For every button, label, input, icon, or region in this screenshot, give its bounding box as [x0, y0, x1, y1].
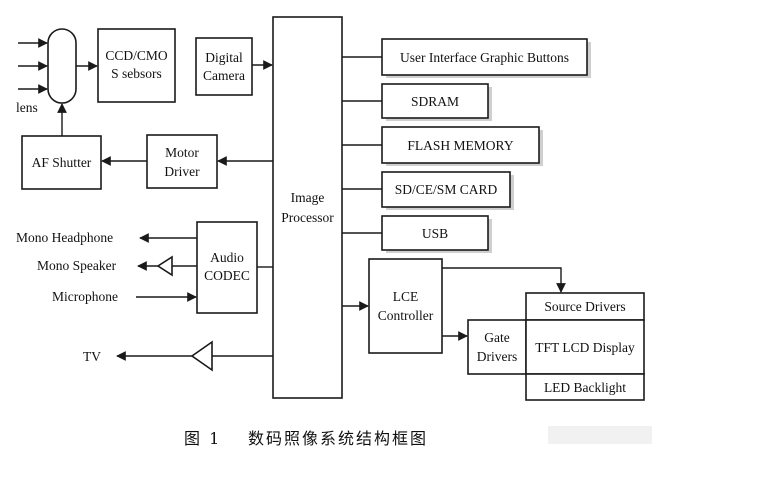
- ui-buttons-label: User Interface Graphic Buttons: [400, 50, 569, 65]
- digital-camera-block: Digital Camera: [195, 37, 253, 96]
- ccd-label-line1: CCD/CMO: [105, 48, 168, 63]
- figure-caption: 数码照像系统结构框图: [248, 429, 428, 448]
- speaker-amplifier-icon: [156, 255, 173, 277]
- flash-memory-block: FLASH MEMORY: [381, 126, 543, 166]
- source-drivers-block: Source Drivers: [525, 292, 645, 321]
- lce-controller-block: LCE Controller: [368, 258, 443, 354]
- sd-card-label: SD/CE/SM CARD: [395, 182, 498, 197]
- gate-drivers-label-line1: Gate: [484, 330, 509, 345]
- lce-controller-label-line1: LCE: [393, 289, 419, 304]
- tft-lcd-display-block: TFT LCD Display: [525, 319, 645, 375]
- flash-memory-label: FLASH MEMORY: [407, 138, 513, 153]
- digital-camera-label-line2: Camera: [203, 68, 245, 83]
- motor-driver-label-line1: Motor: [165, 145, 199, 160]
- digital-camera-label-line1: Digital: [205, 50, 243, 65]
- usb-label: USB: [422, 226, 448, 241]
- figure-number: 图 1: [184, 429, 221, 448]
- af-shutter-label: AF Shutter: [32, 155, 92, 170]
- ui-buttons-block: User Interface Graphic Buttons: [381, 38, 591, 78]
- mono-speaker-label: Mono Speaker: [37, 258, 117, 273]
- usb-block: USB: [381, 215, 492, 253]
- audio-codec-label-line1: Audio: [210, 250, 244, 265]
- tv-label: TV: [83, 349, 101, 364]
- lce-controller-label-line2: Controller: [378, 308, 434, 323]
- tv-amplifier-icon: [190, 340, 213, 372]
- image-processor-label-line2: Processor: [281, 210, 334, 225]
- image-processor-label-line1: Image: [291, 190, 325, 205]
- sd-card-block: SD/CE/SM CARD: [381, 171, 514, 210]
- lens-label: lens: [16, 100, 38, 115]
- tft-lcd-display-label: TFT LCD Display: [535, 340, 635, 355]
- mono-headphone-label: Mono Headphone: [16, 230, 113, 245]
- audio-codec-label-line2: CODEC: [204, 268, 250, 283]
- af-shutter-block: AF Shutter: [21, 135, 102, 190]
- led-backlight-label: LED Backlight: [544, 380, 626, 395]
- sdram-block: SDRAM: [381, 83, 492, 121]
- sdram-label: SDRAM: [411, 94, 459, 109]
- source-drivers-label: Source Drivers: [544, 299, 625, 314]
- gate-drivers-block: Gate Drivers: [467, 319, 527, 375]
- lens-block: lens: [16, 28, 77, 115]
- ccd-cmos-sensors-block: CCD/CMO S sebsors: [97, 28, 176, 103]
- image-processor-block: Image Processor: [272, 16, 343, 399]
- motor-driver-block: Motor Driver: [146, 134, 218, 189]
- gate-drivers-label-line2: Drivers: [477, 349, 518, 364]
- microphone-label: Microphone: [52, 289, 118, 304]
- led-backlight-block: LED Backlight: [525, 373, 645, 401]
- audio-codec-block: Audio CODEC: [196, 221, 258, 314]
- scan-artifact: [548, 426, 652, 444]
- motor-driver-label-line2: Driver: [164, 164, 200, 179]
- ccd-label-line2: S sebsors: [111, 66, 162, 81]
